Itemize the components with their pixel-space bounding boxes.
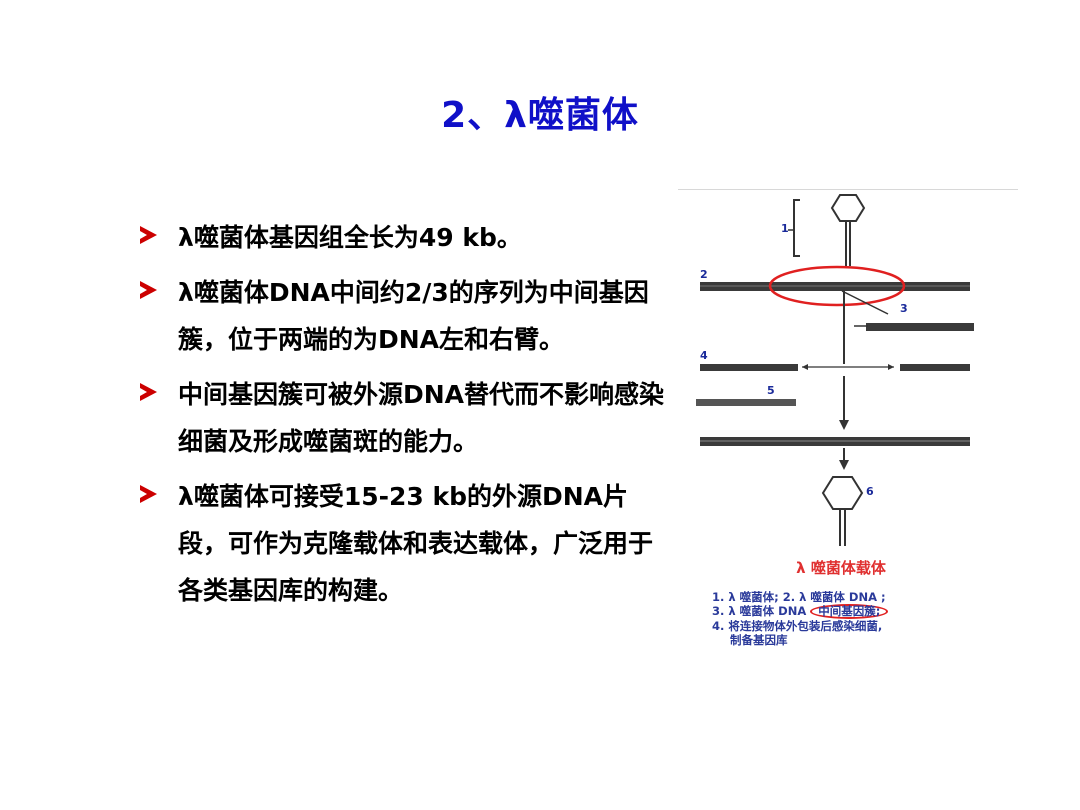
bullet-item: 中间基因簇可被外源DNA替代而不影响感染细菌及形成噬菌斑的能力。 [140, 371, 670, 465]
left-arm-band [700, 364, 798, 371]
legend-line: 3. λ 噬菌体 DNA 中间基因簇; [712, 604, 1012, 619]
step-label: 3 [900, 302, 908, 315]
step-label: 5 [767, 384, 775, 397]
step-label: 2 [700, 268, 708, 281]
arrow-bullet-icon [140, 485, 157, 503]
foreign-dna-band [696, 399, 796, 406]
step-label: 6 [866, 485, 874, 498]
middle-fragment-band [866, 323, 974, 331]
arrow-bullet-icon [140, 226, 157, 244]
step-label: 4 [700, 349, 708, 362]
bullet-list: λ噬菌体基因组全长为49 kb。 λ噬菌体DNA中间约2/3的序列为中间基因簇，… [140, 214, 670, 622]
phage-head-icon [830, 194, 866, 222]
bullet-item: λ噬菌体基因组全长为49 kb。 [140, 214, 670, 261]
arrow-bullet-icon [140, 383, 157, 401]
figure-top-divider [678, 189, 1018, 190]
highlight-ring [768, 265, 906, 307]
figure-caption: λ 噬菌体载体 [796, 559, 886, 577]
bullet-item: λ噬菌体DNA中间约2/3的序列为中间基因簇，位于两端的为DNA左和右臂。 [140, 269, 670, 363]
bullet-item: λ噬菌体可接受15-23 kb的外源DNA片段，可作为克隆载体和表达载体，广泛用… [140, 473, 670, 614]
lambda-vector-figure: 1 2 3 4 5 6 λ 噬菌体载体 1. λ 噬菌体; 2. λ 噬菌体 D… [678, 186, 1020, 686]
step-label: 1 [781, 222, 789, 235]
arrow-bullet-icon [140, 281, 157, 299]
legend-line: 4. 将连接物体外包装后感染细菌, [712, 619, 883, 633]
legend-line: 1. λ 噬菌体; 2. λ 噬菌体 DNA ; [712, 590, 886, 604]
slide-title: 2、λ噬菌体 [441, 95, 639, 136]
bracket-mark [793, 199, 800, 257]
lambda-cloning-diagram: 1 2 3 4 5 6 [696, 194, 974, 546]
bullet-text: λ噬菌体基因组全长为49 kb。 [178, 223, 522, 252]
right-arm-band [900, 364, 970, 371]
bullet-text: 中间基因簇可被外源DNA替代而不影响感染细菌及形成噬菌斑的能力。 [178, 380, 665, 456]
packaged-phage-icon [821, 476, 864, 510]
legend-line: 制备基因库 [730, 633, 788, 647]
legend-line-prefix: 3. λ 噬菌体 DNA [712, 604, 807, 618]
highlighted-term: 中间基因簇; [810, 604, 889, 619]
bullet-text: λ噬菌体DNA中间约2/3的序列为中间基因簇，位于两端的为DNA左和右臂。 [178, 278, 649, 354]
bullet-text: λ噬菌体可接受15-23 kb的外源DNA片段，可作为克隆载体和表达载体，广泛用… [178, 482, 654, 605]
figure-legend: 1. λ 噬菌体; 2. λ 噬菌体 DNA ; 3. λ 噬菌体 DNA 中间… [712, 590, 1012, 647]
